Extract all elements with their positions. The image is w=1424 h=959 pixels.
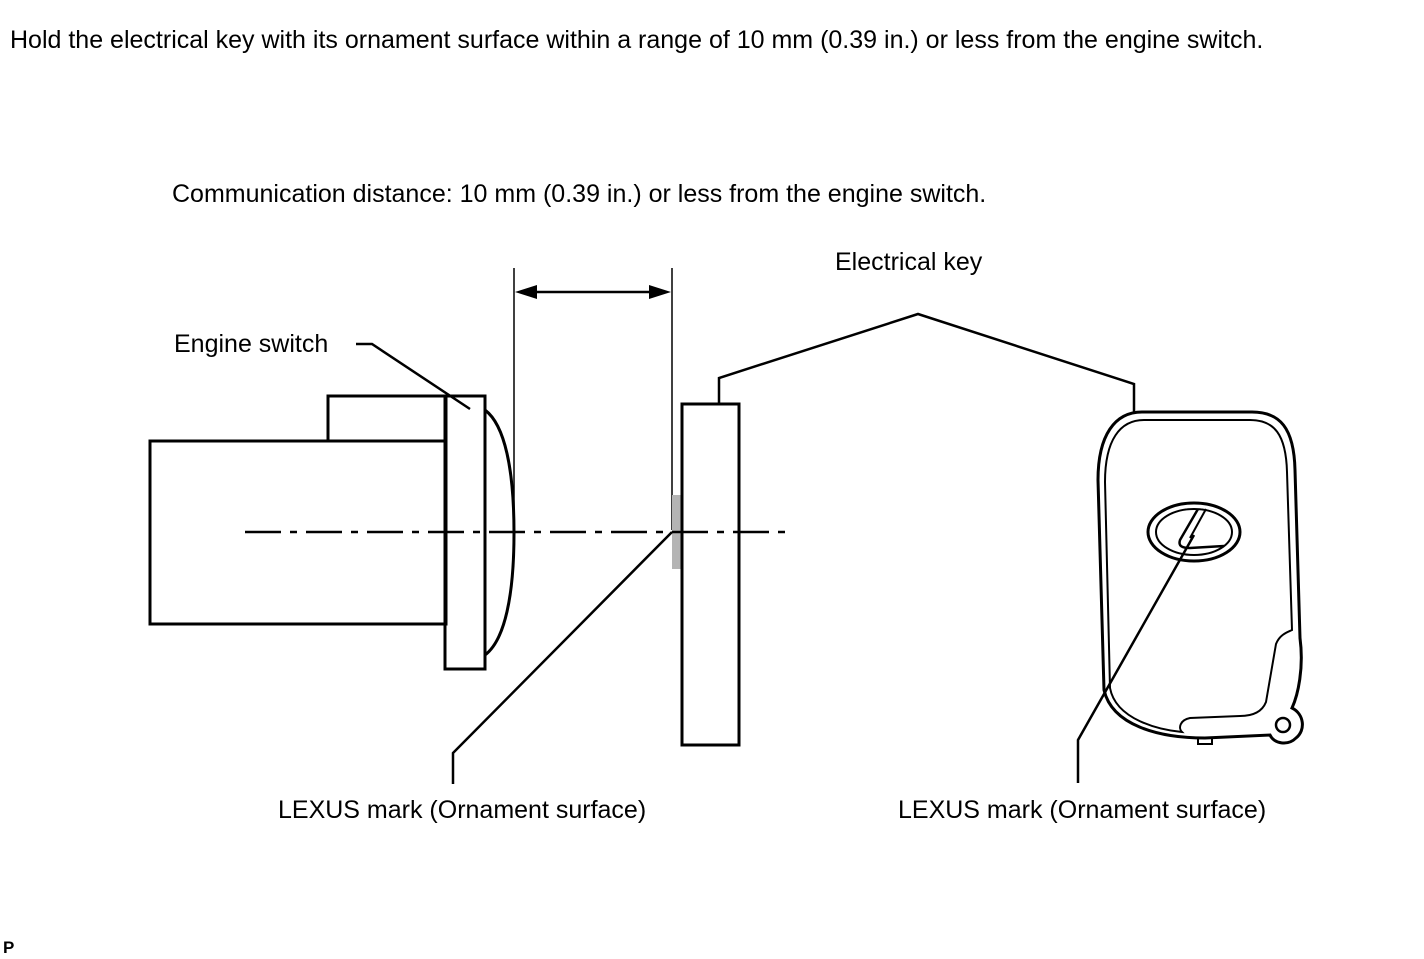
lexus-logo-outer-ellipse (1146, 501, 1242, 563)
key-fob-bottom-tab (1197, 738, 1213, 745)
electrical-key-front-view (1096, 410, 1304, 745)
dimension-arrow-left (515, 285, 537, 299)
electrical-key-label: Electrical key (835, 248, 983, 276)
key-ring-hole (1274, 716, 1292, 734)
lexus-mark-label-right: LEXUS mark (Ornament surface) (898, 796, 1266, 824)
electrical-key-leader-line (717, 312, 1136, 413)
lexus-mark-leader-right (1076, 534, 1196, 783)
electrical-key-side-view (680, 402, 741, 747)
engine-switch-top-block (326, 394, 448, 443)
lexus-mark-leader-left (451, 531, 673, 784)
lexus-logo-l-shape (1178, 508, 1225, 550)
lexus-logo-inner-ellipse (1155, 508, 1233, 556)
lexus-logo-mark (1146, 501, 1242, 563)
dimension-arrow-right (649, 285, 671, 299)
figure-code: P (3, 938, 14, 957)
engine-switch-label: Engine switch (174, 330, 328, 358)
lexus-mark-label-left: LEXUS mark (Ornament surface) (278, 796, 646, 824)
engine-switch-leader-line (356, 342, 471, 411)
distance-dimension (513, 268, 673, 530)
key-fob-inner-bevel (1103, 419, 1294, 734)
key-fob-outline (1096, 410, 1304, 745)
communication-distance-text: Communication distance: 10 mm (0.39 in.)… (172, 180, 986, 208)
lexus-logo-l-inner (1189, 508, 1207, 539)
instruction-text: Hold the electrical key with its ornamen… (10, 26, 1263, 54)
